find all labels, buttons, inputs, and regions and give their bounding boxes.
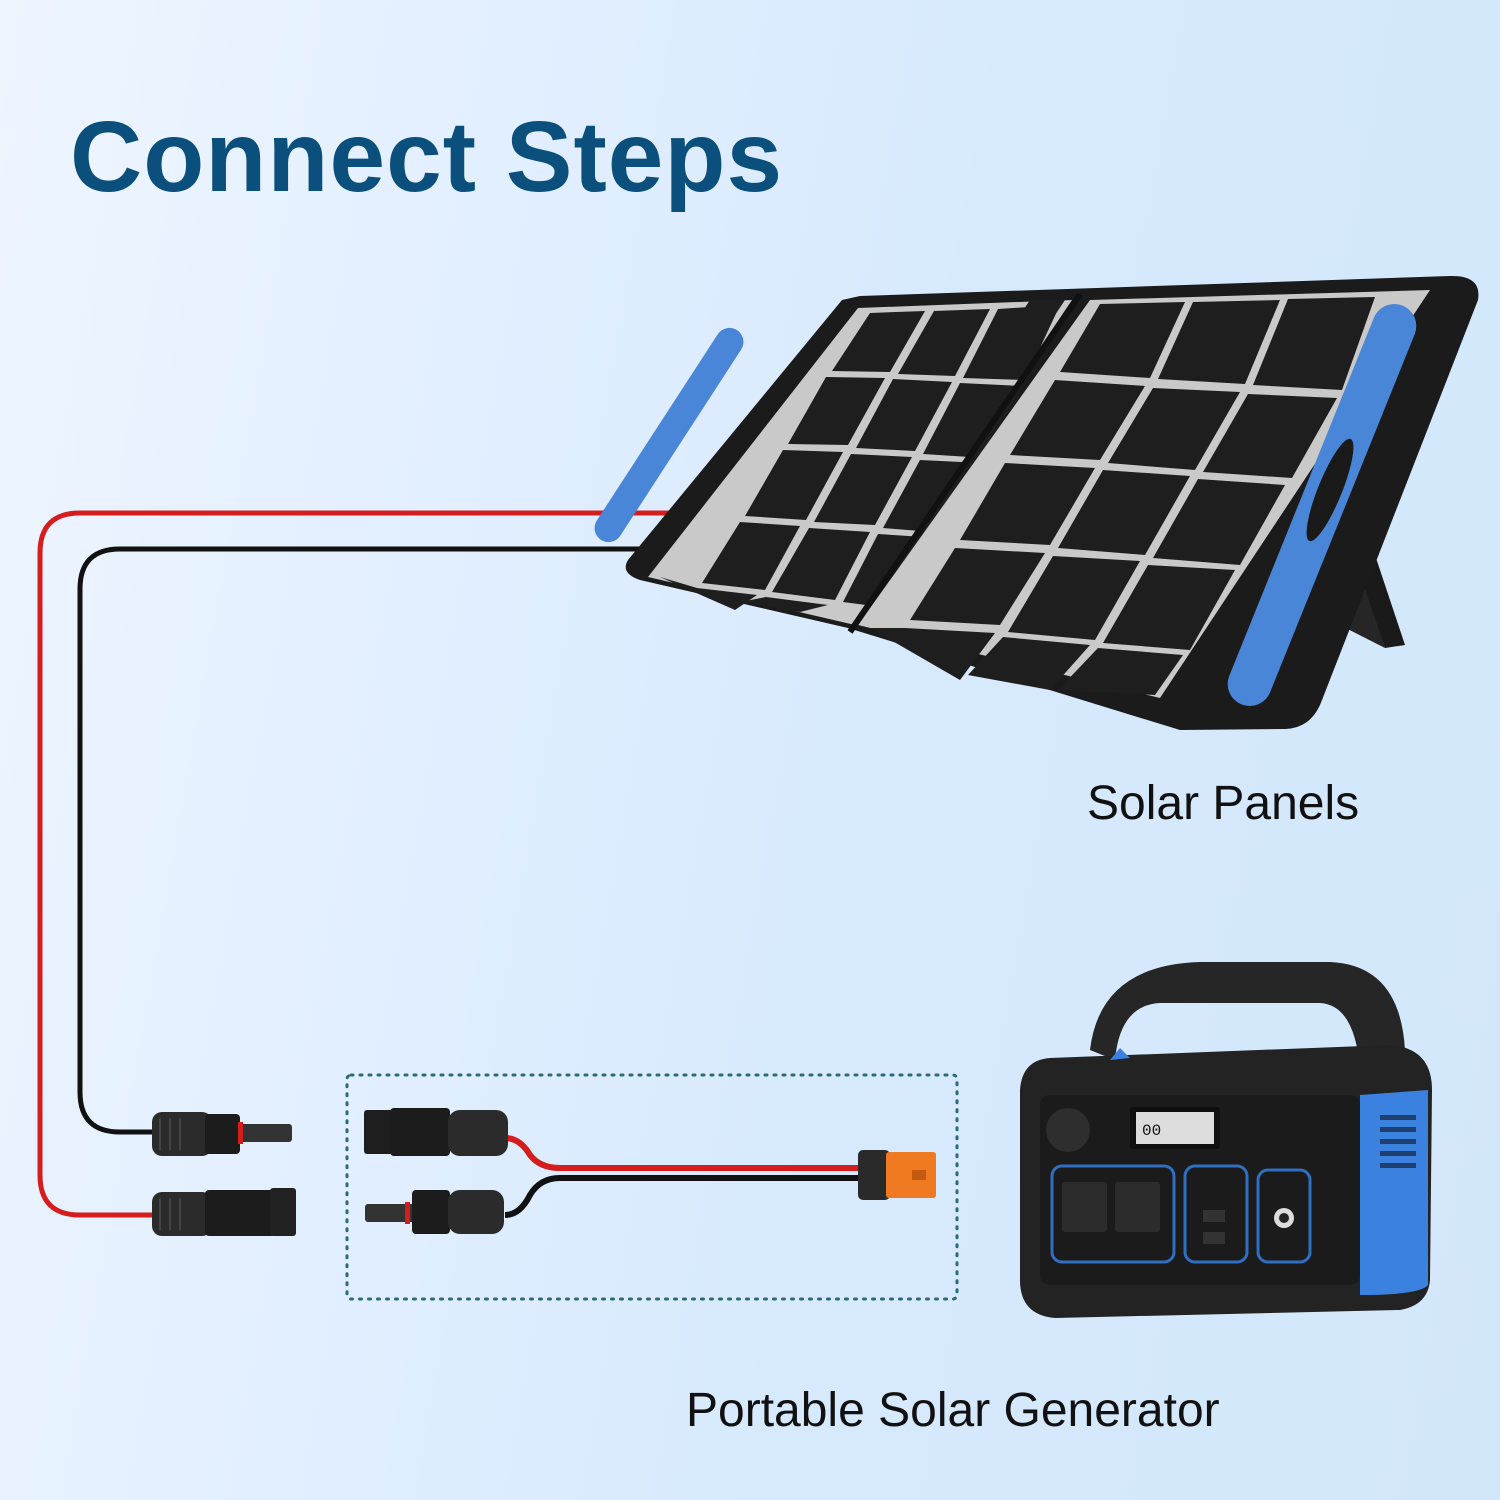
svg-text:00: 00 — [1142, 1122, 1161, 1140]
adapter-cable — [364, 1108, 936, 1234]
panel-wires — [37, 510, 675, 1218]
solar-panel — [594, 275, 1479, 730]
mc4-female-connector-left — [152, 1188, 296, 1236]
solar-panels-label: Solar Panels — [1087, 777, 1360, 830]
power-station: 00 — [1020, 962, 1432, 1318]
generator-label: Portable Solar Generator — [686, 1384, 1220, 1437]
page-title: Connect Steps — [70, 101, 784, 213]
xt60-connector — [858, 1150, 936, 1200]
mc4-male-connector-left — [152, 1112, 292, 1156]
